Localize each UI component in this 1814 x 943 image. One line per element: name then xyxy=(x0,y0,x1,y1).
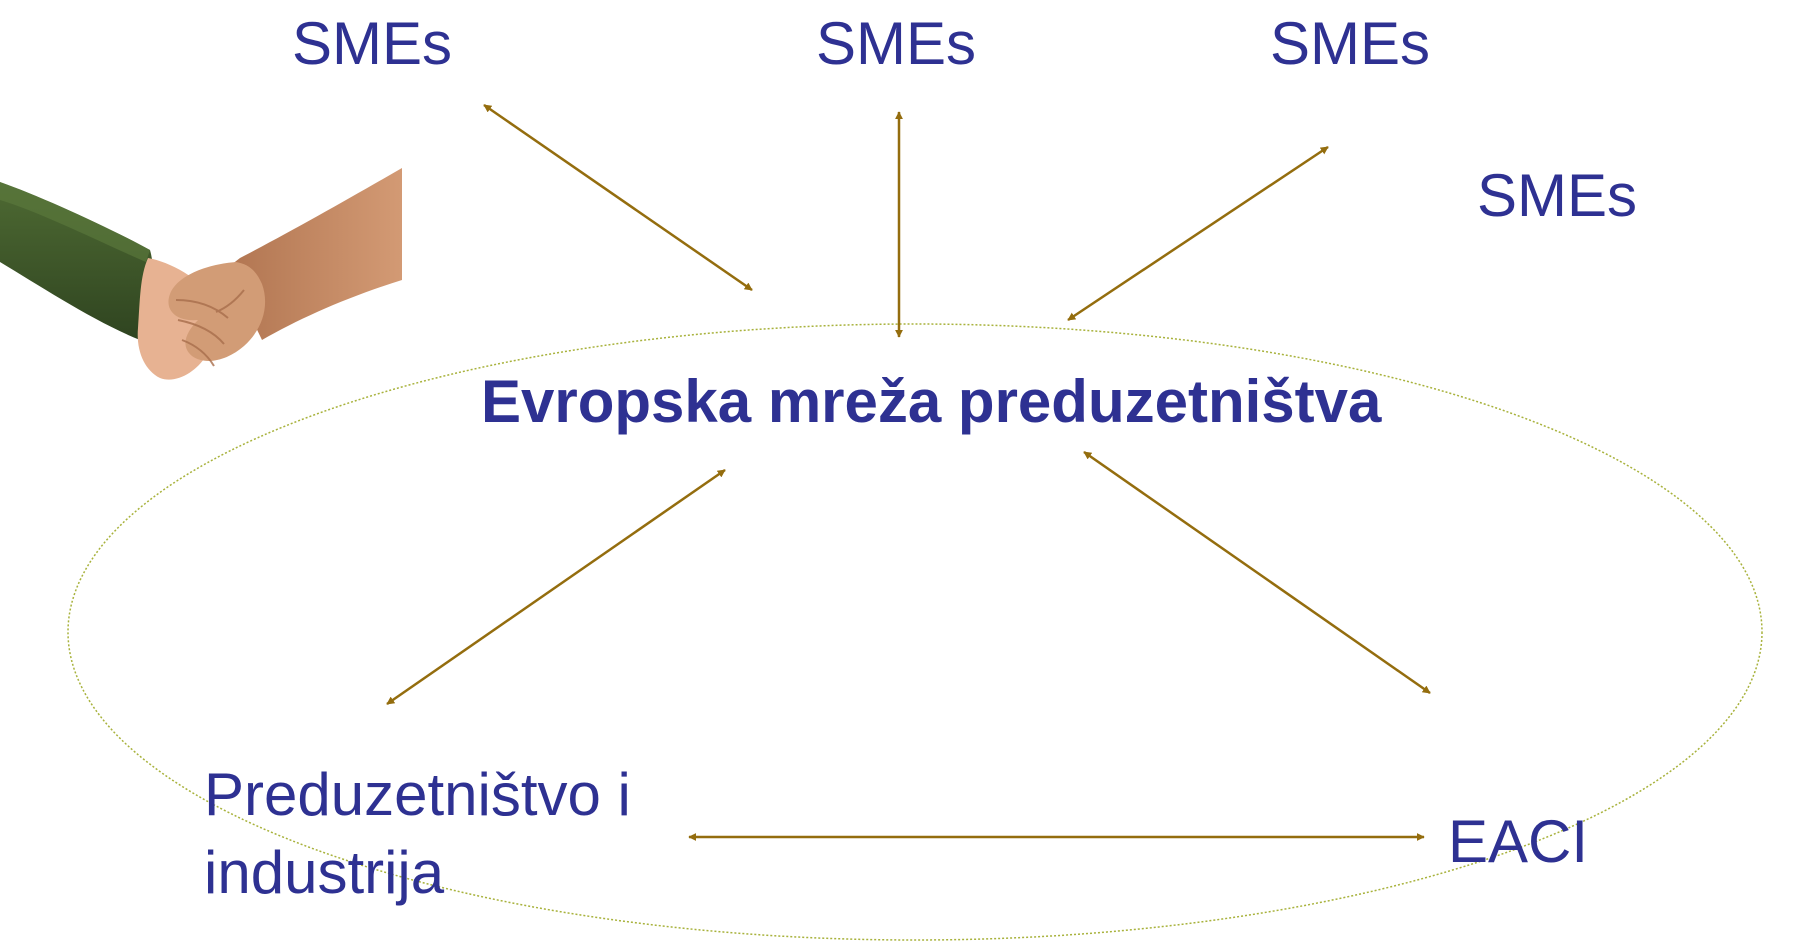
arrow-sme1-network xyxy=(483,103,753,292)
sme-label-4: SMEs xyxy=(1477,162,1638,229)
arrow-network-eaci xyxy=(1083,450,1431,695)
sme-label-1: SMEs xyxy=(292,10,453,77)
arrow-network-industry xyxy=(386,468,726,706)
arrow-sme3-network xyxy=(1067,145,1329,322)
sme-label-2: SMEs xyxy=(816,10,977,77)
industry-label: Preduzetništvo i industrija xyxy=(204,756,631,912)
network-ellipse xyxy=(67,323,1763,941)
sme-label-3: SMEs xyxy=(1270,10,1431,77)
connector-arrows xyxy=(386,103,1431,841)
eaci-label: EACI xyxy=(1448,808,1589,875)
industry-label-line-2: industrija xyxy=(204,839,445,906)
handshake-icon xyxy=(0,168,402,380)
industry-label-line-1: Preduzetništvo i xyxy=(204,761,631,828)
network-title: Evropska mreža preduzetništva xyxy=(481,368,1382,435)
